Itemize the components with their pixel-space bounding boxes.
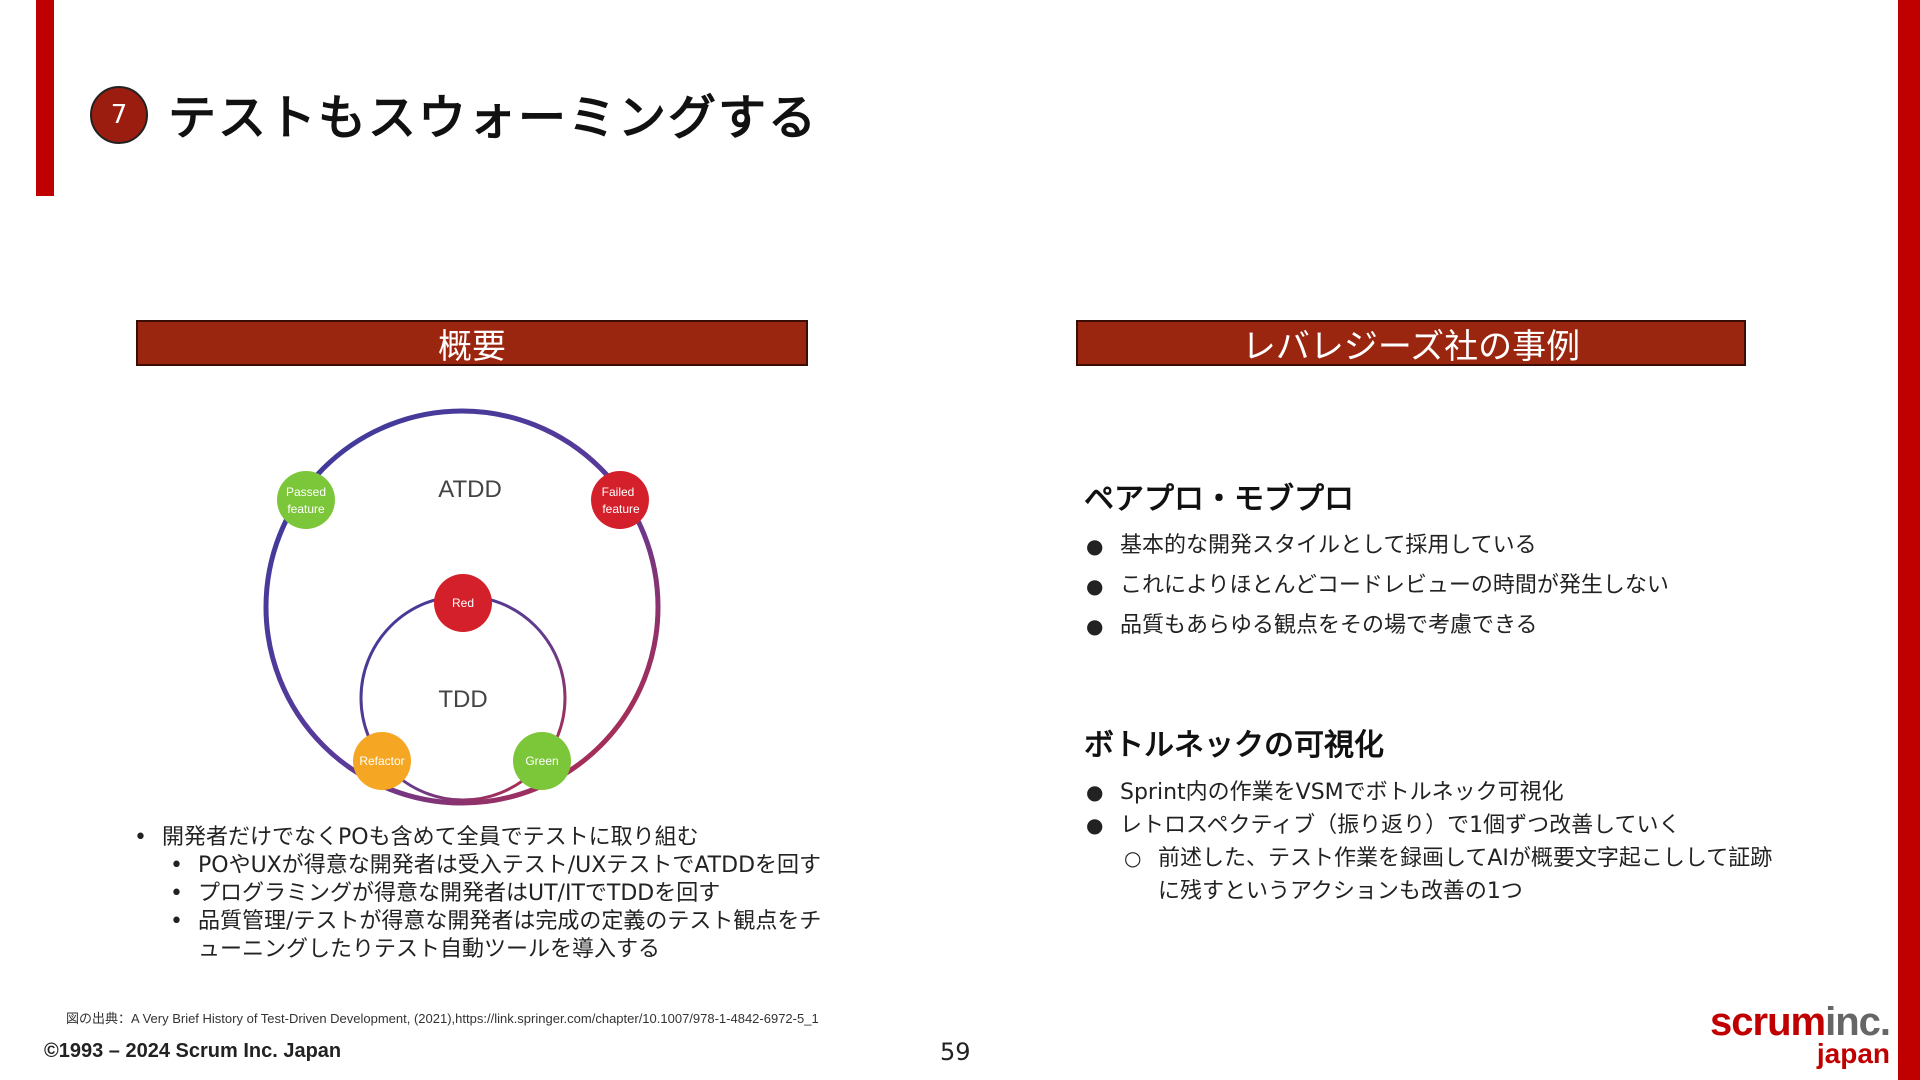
scrum-inc-logo: scruminc. japan [1710,1000,1891,1069]
overview-header: 概要 [136,320,808,367]
failed-feature-node: Failed feature [591,471,649,529]
refactor-node: Refactor [353,732,411,790]
svg-text:Failed: Failed [602,485,635,499]
figure-citation: 図の出典：A Very Brief History of Test-Driven… [66,1011,819,1026]
overview-header-label: 概要 [438,326,506,367]
list-item: • プログラミングが得意な開発者はUT/ITでTDDを回す [170,881,721,906]
list-item: ● 基本的な開発スタイルとして採用している [1086,533,1537,558]
left-accent-bar [36,0,54,196]
passed-feature-node: Passed feature [277,471,335,529]
atdd-cycle-ring [263,408,661,806]
list-item: • 品質管理/テストが得意な開発者は完成の定義のテスト観点をチューニングしたりテ… [170,909,822,962]
pair-mob-programming-title: ペアプロ・モブプロ [1084,482,1354,517]
right-accent-bar [1898,0,1920,1080]
list-item: ● レトロスペクティブ（振り返り）で1個ずつ改善していく [1086,813,1681,838]
overview-bullet-list: • 開発者だけでなくPOも含めて全員でテストに取り組む • POやUXが得意な開… [134,824,834,964]
list-item: • 開発者だけでなくPOも含めて全員でテストに取り組む [134,825,699,850]
bottleneck-bullet-list: ● Sprint内の作業をVSMでボトルネック可視化 ● レトロスペクティブ（振… [1086,776,1786,908]
bottleneck-visualization-title: ボトルネックの可視化 [1084,728,1384,763]
slide-number-badge: 7 [90,86,148,144]
atdd-tdd-diagram: ATDD TDD Passed feature Failed feature R… [263,408,661,806]
list-item: ● Sprint内の作業をVSMでボトルネック可視化 [1086,780,1564,805]
copyright-notice: ©1993 – 2024 Scrum Inc. Japan [44,1040,342,1062]
slide-number: 7 [110,100,128,130]
svg-text:feature: feature [287,502,325,516]
pair-mob-bullet-list: ● 基本的な開発スタイルとして採用している ● これによりほとんどコードレビュー… [1086,526,1786,646]
green-node: Green [513,732,571,790]
page-number: 59 [940,1038,971,1066]
svg-text:Red: Red [452,596,474,610]
list-item: ○ 前述した、テスト作業を録画してAIが概要文字起こしして証跡に残すというアクシ… [1124,846,1773,904]
slide-title: テストもスウォーミングする [168,90,819,146]
list-item: • POやUXが得意な開発者は受入テスト/UXテストでATDDを回す [170,853,822,878]
case-study-header-label: レバレジーズ社の事例 [1241,326,1581,367]
red-node: Red [434,574,492,632]
list-item: ● 品質もあらゆる観点をその場で考慮できる [1086,613,1538,638]
tdd-label: TDD [438,686,487,713]
list-item: ● これによりほとんどコードレビューの時間が発生しない [1086,573,1669,598]
svg-text:Refactor: Refactor [359,754,404,768]
atdd-label: ATDD [438,476,502,503]
svg-text:feature: feature [602,502,640,516]
case-study-header: レバレジーズ社の事例 [1076,320,1746,367]
svg-text:Green: Green [525,754,558,768]
svg-text:Passed: Passed [286,485,326,499]
